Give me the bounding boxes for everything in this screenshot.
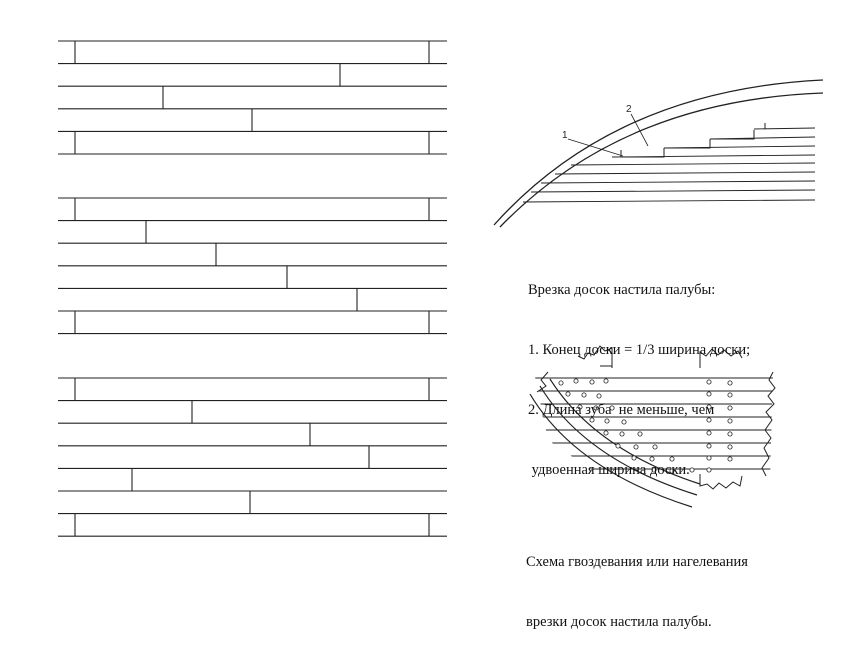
deck-drawing: 1 2	[58, 40, 824, 537]
nail-hole	[565, 391, 571, 397]
nail-hole	[581, 392, 587, 398]
nail-hole	[727, 431, 733, 437]
callout-label-2: 2	[626, 104, 632, 115]
nail-hole	[669, 468, 675, 474]
nail-hole	[609, 405, 615, 411]
nail-hole	[615, 443, 621, 449]
nail-hole	[589, 379, 595, 385]
nail-hole	[669, 456, 675, 462]
joint-caption: Врезка досок настила палубы: 1. Конец до…	[528, 240, 750, 500]
nail-hole	[706, 391, 712, 397]
nail-hole	[577, 404, 583, 410]
nail-hole	[727, 456, 733, 462]
joint-caption-title: Врезка досок настила палубы:	[528, 282, 716, 298]
nail-hole	[706, 467, 712, 473]
nail-hole	[633, 444, 639, 450]
callout-label-1: 1	[562, 130, 568, 141]
nailing-caption: Схема гвоздевания или нагелевания врезки…	[526, 512, 748, 652]
nail-hole	[637, 431, 643, 437]
nail-hole	[652, 444, 658, 450]
curved-joint-diagram	[493, 79, 824, 228]
nail-hole	[727, 405, 733, 411]
straight-plank-layouts	[58, 40, 447, 537]
nail-hole	[621, 419, 627, 425]
nail-hole	[727, 392, 733, 398]
nail-hole	[706, 443, 712, 449]
nail-hole	[706, 455, 712, 461]
nail-hole	[603, 430, 609, 436]
nail-hole	[558, 380, 564, 386]
nail-hole	[651, 467, 657, 473]
nail-hole	[631, 455, 637, 461]
nail-hole	[604, 418, 610, 424]
nail-hole	[727, 418, 733, 424]
joint-caption-item-3: удвоенная ширина доски.	[528, 462, 690, 478]
nail-hole	[593, 405, 599, 411]
nail-hole	[596, 393, 602, 399]
nail-hole	[706, 417, 712, 423]
nailing-caption-line-2: врезки досок настила палубы.	[526, 614, 712, 630]
nail-hole	[573, 378, 579, 384]
nail-hole	[706, 430, 712, 436]
nail-hole	[619, 431, 625, 437]
nailing-caption-line-1: Схема гвоздевания или нагелевания	[526, 554, 748, 570]
nail-hole	[727, 444, 733, 450]
joint-caption-item-1: 1. Конец доски = 1/3 ширина доски;	[528, 342, 751, 358]
nail-hole	[706, 404, 712, 410]
nail-hole	[603, 378, 609, 384]
nailing-scheme-diagram	[529, 345, 776, 508]
nail-hole	[706, 379, 712, 385]
nail-hole	[689, 467, 695, 473]
joint-caption-item-2: 2. Длина зуба не меньше, чем	[528, 402, 715, 418]
nail-hole	[649, 456, 655, 462]
nail-hole	[727, 380, 733, 386]
nail-hole	[589, 417, 595, 423]
